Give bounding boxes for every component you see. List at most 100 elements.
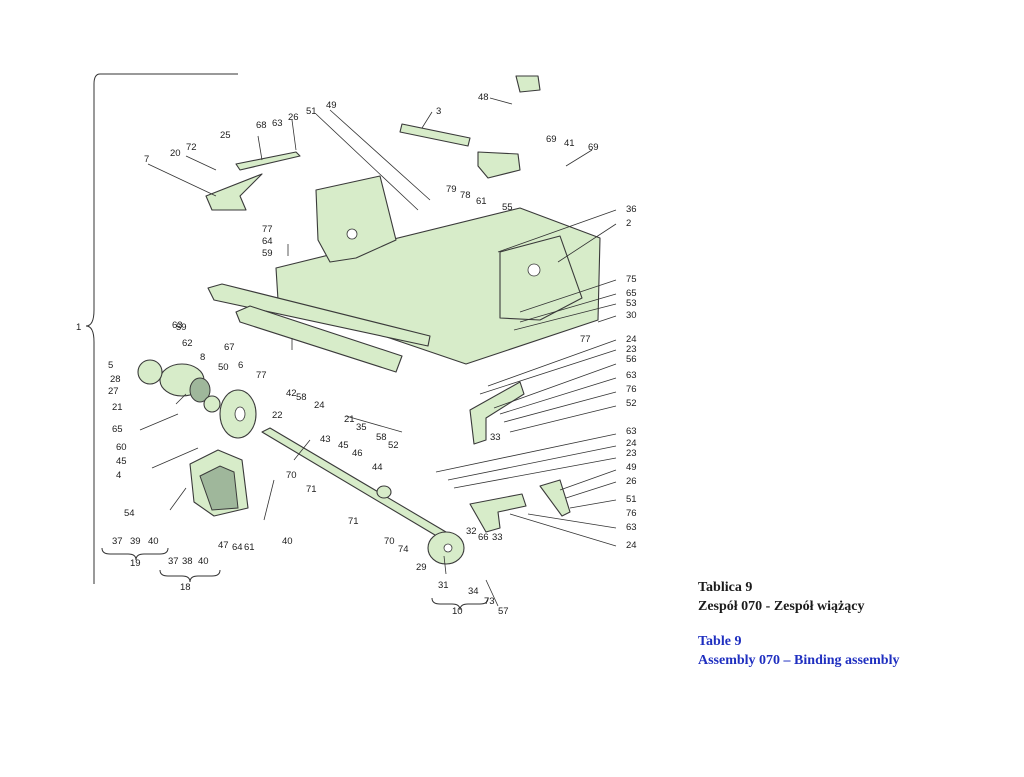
frame-left-wall — [315, 175, 397, 263]
part-number-label: 6 — [238, 360, 243, 371]
cam-hole — [443, 543, 453, 553]
part-number-label: 71 — [348, 516, 359, 527]
gear-ring — [137, 359, 163, 385]
part-number-label: 37 — [168, 556, 179, 567]
part-number-label: 1 — [76, 322, 81, 333]
bearing-housing-18 — [199, 465, 239, 511]
part-number-label: 10 — [452, 606, 463, 617]
part-number-label: 70 — [384, 536, 395, 547]
part-number-label: 40 — [198, 556, 209, 567]
part-number-label: 24 — [314, 400, 325, 411]
part-number-label: 41 — [564, 138, 575, 149]
part-number-label: 36 — [626, 204, 637, 215]
part-number-label: 63 — [626, 370, 637, 381]
assembly-brace — [85, 73, 238, 584]
lever-right-lower — [469, 493, 527, 533]
leader-lines — [139, 97, 617, 607]
table-title-pl: Tablica 9 — [698, 580, 753, 595]
part-number-label: 58 — [296, 392, 307, 403]
part-number-label: 73 — [484, 596, 495, 607]
part-number-label: 49 — [326, 100, 337, 111]
frame-hole — [346, 228, 358, 240]
part-number-label: 63 — [626, 522, 637, 533]
bearing — [189, 377, 211, 403]
part-number-label: 77 — [580, 334, 591, 345]
cover-plate — [515, 75, 541, 93]
part-number-label: 8 — [200, 352, 205, 363]
part-number-label: 23 — [626, 448, 637, 459]
part-number-label: 43 — [320, 434, 331, 445]
part-number-label: 25 — [220, 130, 231, 141]
lever-right-upper — [469, 381, 525, 445]
assembly-title-pl: Zespół 070 - Zespół wiążący — [698, 599, 865, 614]
part-number-label: 65 — [626, 288, 637, 299]
part-number-label: 55 — [502, 202, 513, 213]
part-number-label: 2 — [626, 218, 631, 229]
part-number-label: 69 — [588, 142, 599, 153]
part-number-label: 78 — [460, 190, 471, 201]
part-number-label: 63 — [172, 320, 183, 331]
part-number-label: 7 — [144, 154, 149, 165]
part-number-label: 47 — [218, 540, 229, 551]
part-number-label: 79 — [446, 184, 457, 195]
part-number-label: 33 — [490, 432, 501, 443]
part-number-label: 26 — [626, 476, 637, 487]
part-number-label: 24 — [626, 334, 637, 345]
part-number-label: 3 — [436, 106, 441, 117]
lever-bracket — [477, 151, 521, 179]
part-number-label: 75 — [626, 274, 637, 285]
part-number-label: 27 — [108, 386, 119, 397]
group-brace-10 — [431, 597, 489, 611]
part-number-label: 52 — [626, 398, 637, 409]
part-number-label: 62 — [182, 338, 193, 349]
knotter-blade — [205, 173, 263, 211]
part-number-label: 64 — [262, 236, 273, 247]
part-number-label: 60 — [116, 442, 127, 453]
assembly-title-en: Assembly 070 – Binding assembly — [698, 653, 900, 668]
part-number-label: 46 — [352, 448, 363, 459]
part-number-label: 35 — [356, 422, 367, 433]
group-brace-19 — [101, 547, 169, 561]
lever-arm — [399, 123, 471, 147]
part-number-label: 30 — [626, 310, 637, 321]
part-number-label: 54 — [124, 508, 135, 519]
part-number-label: 76 — [626, 384, 637, 395]
link-right — [539, 479, 571, 517]
part-number-label: 32 — [466, 526, 477, 537]
part-number-label: 64 — [232, 542, 243, 553]
part-number-label: 51 — [306, 106, 317, 117]
frame-lower-beam — [235, 305, 403, 373]
part-number-label: 24 — [626, 438, 637, 449]
part-number-label: 31 — [438, 580, 449, 591]
part-number-label: 42 — [286, 388, 297, 399]
table-title-en: Table 9 — [698, 634, 742, 649]
part-number-label: 40 — [282, 536, 293, 547]
part-number-label: 57 — [498, 606, 509, 617]
part-number-label: 40 — [148, 536, 159, 547]
part-number-label: 58 — [376, 432, 387, 443]
tie-rod — [235, 151, 301, 171]
part-number-label: 66 — [478, 532, 489, 543]
part-number-label: 56 — [626, 354, 637, 365]
part-number-label: 59 — [176, 322, 187, 333]
part-number-label: 77 — [256, 370, 267, 381]
part-number-label: 45 — [338, 440, 349, 451]
part-number-label: 70 — [286, 470, 297, 481]
part-number-label: 39 — [130, 536, 141, 547]
part-number-label: 22 — [272, 410, 283, 421]
washer — [203, 395, 221, 413]
part-number-label: 77 — [262, 224, 273, 235]
part-number-label: 33 — [492, 532, 503, 543]
frame-cross-beam — [207, 283, 431, 347]
part-number-label: 50 — [218, 362, 229, 373]
shaft-collar — [376, 485, 392, 499]
part-number-label: 76 — [626, 508, 637, 519]
part-number-label: 29 — [416, 562, 427, 573]
part-number-label: 21 — [344, 414, 355, 425]
part-number-label: 68 — [256, 120, 267, 131]
part-number-label: 48 — [478, 92, 489, 103]
part-number-label: 52 — [388, 440, 399, 451]
part-number-label: 65 — [112, 424, 123, 435]
